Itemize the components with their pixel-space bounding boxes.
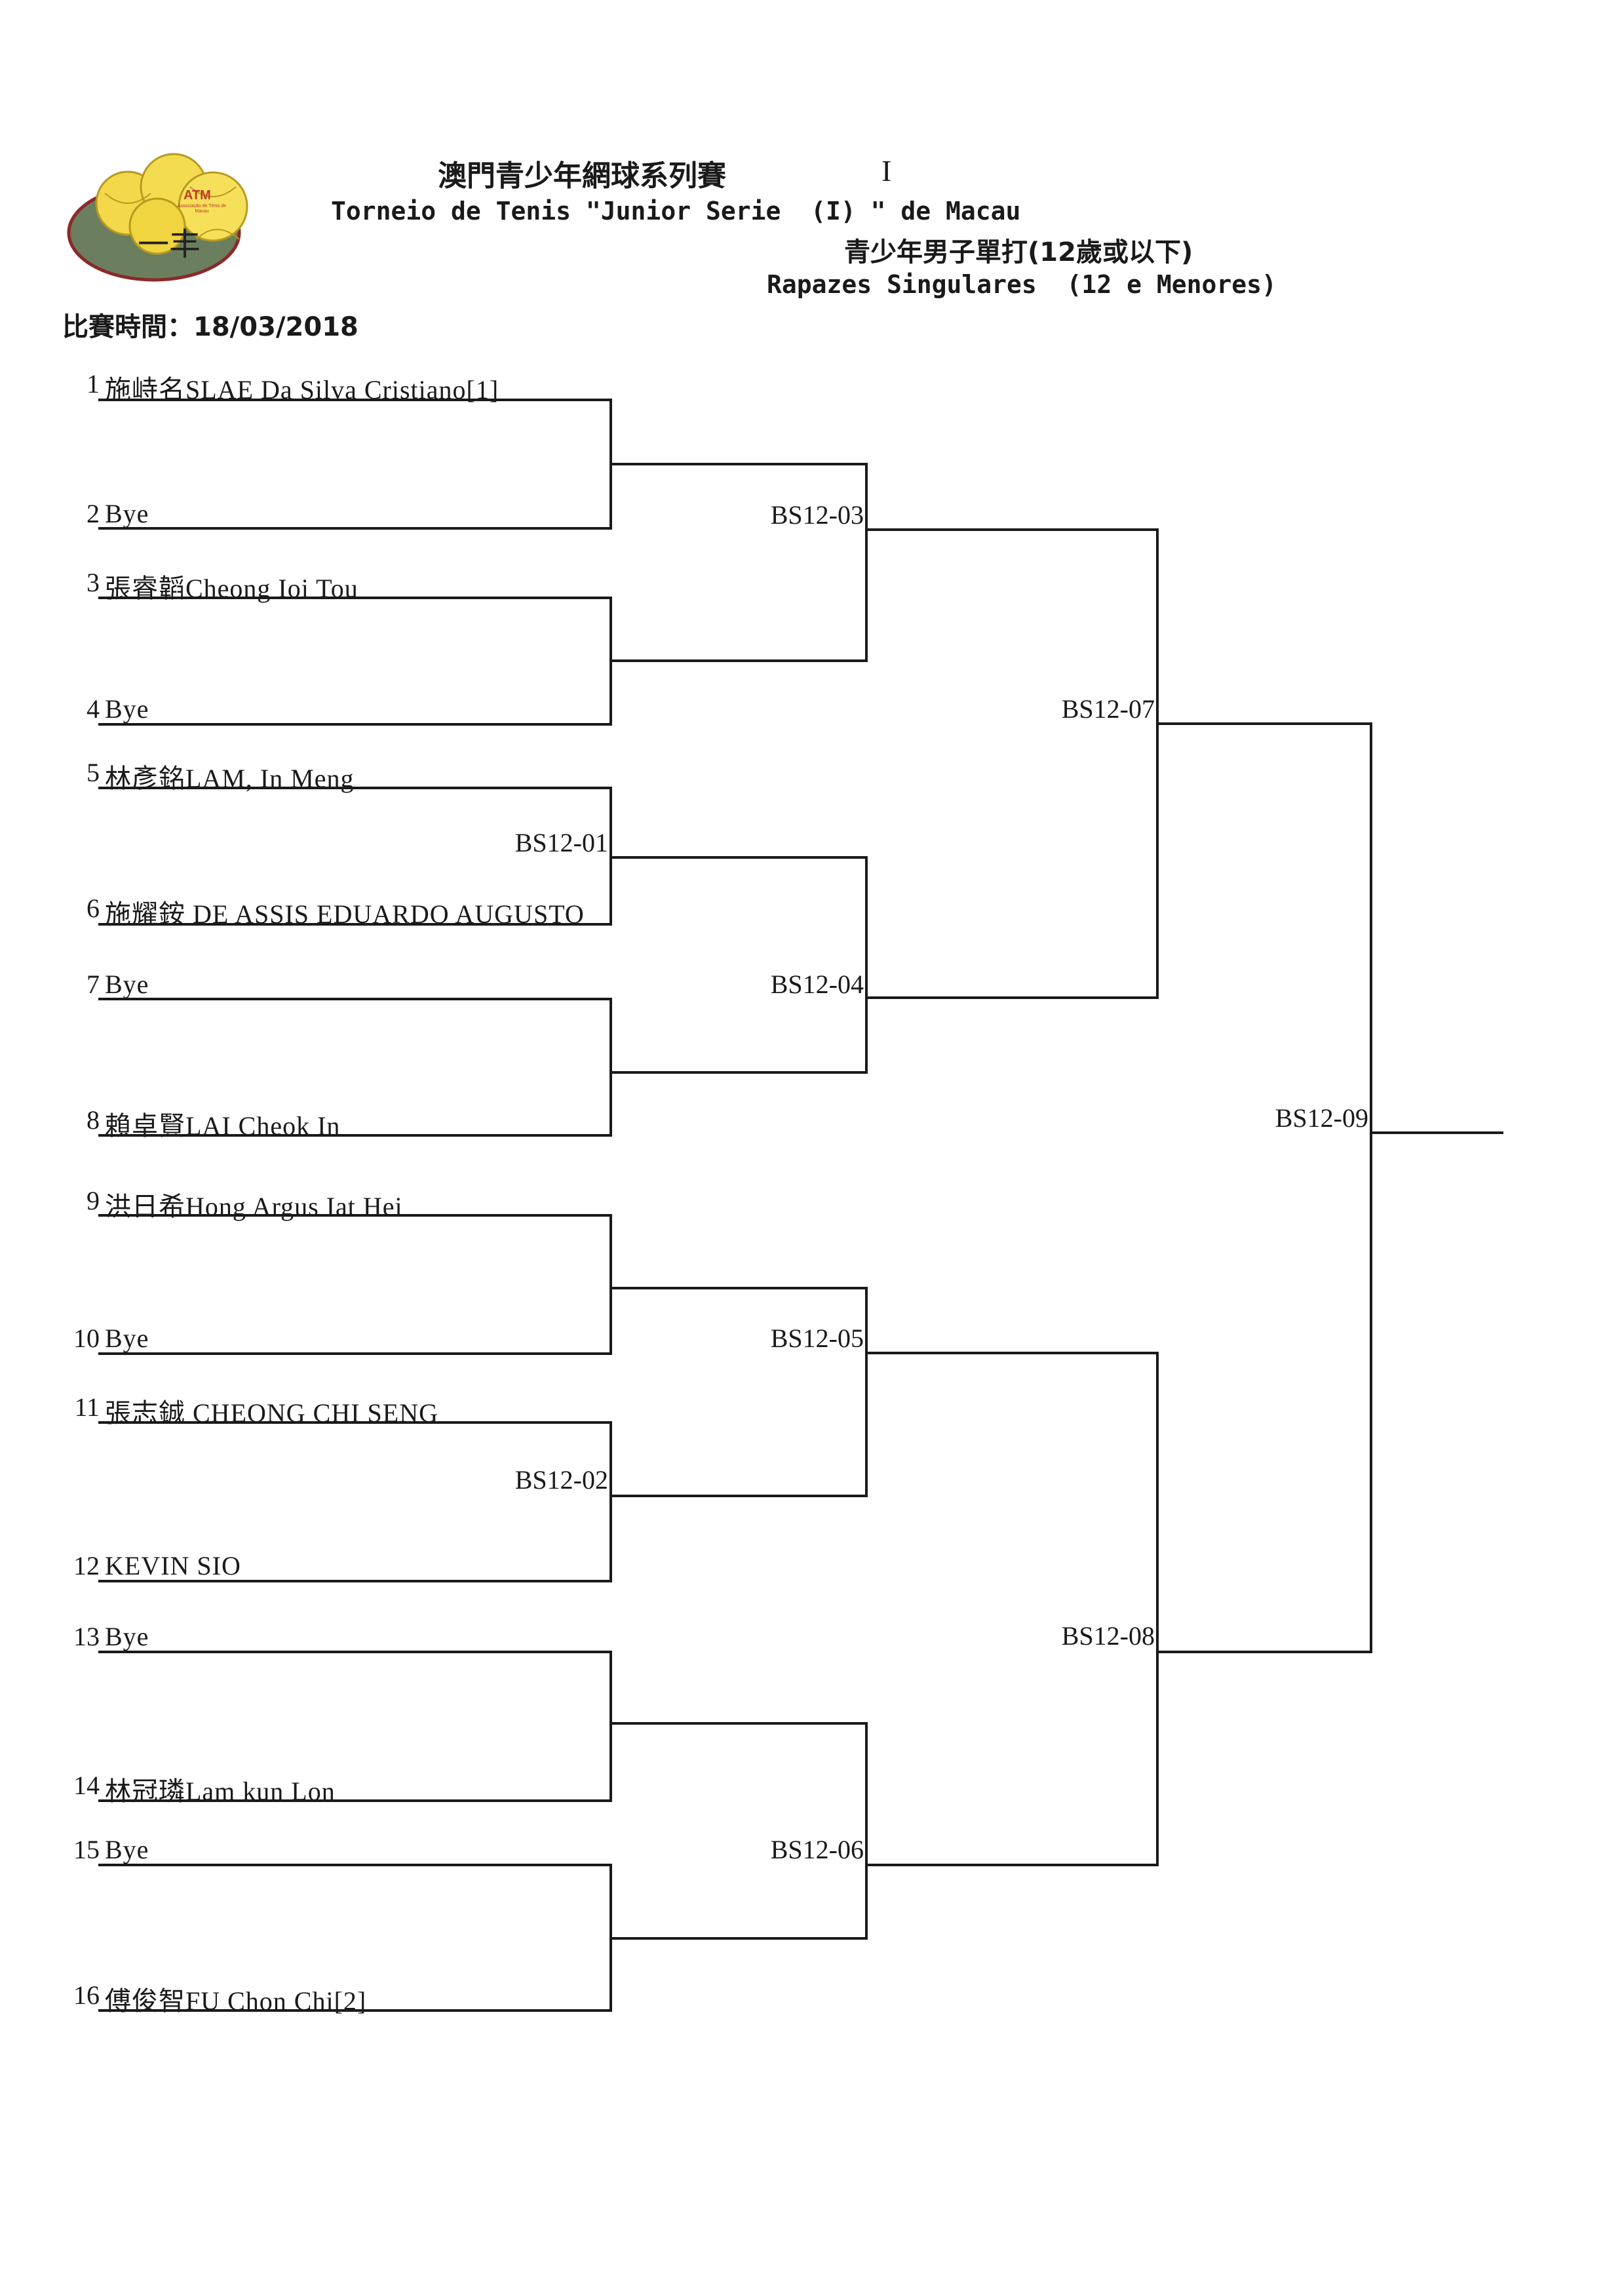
connector-line: [865, 1722, 868, 1940]
slot-line: [98, 399, 612, 401]
logo-text: ATM: [184, 188, 211, 203]
round4-line: [1157, 1651, 1372, 1653]
final-line: [1371, 1131, 1503, 1134]
title-portuguese: Torneio de Tenis "Junior Serie (I) " de …: [331, 197, 1021, 226]
player-name: Bye: [105, 1324, 149, 1353]
player-number: 4: [87, 694, 100, 724]
player-number: 1: [87, 369, 100, 399]
match-code-bs12-04: BS12-04: [770, 970, 864, 999]
player-number: 3: [87, 568, 100, 597]
player-number: 12: [73, 1551, 100, 1580]
round2-line: [611, 463, 868, 465]
round3-line: [866, 996, 1159, 999]
player-number: 6: [87, 893, 100, 923]
match-code-bs12-08: BS12-08: [1061, 1621, 1155, 1651]
connector-line: [609, 1651, 612, 1802]
player-name: Bye: [105, 499, 149, 528]
player-name: Bye: [105, 970, 149, 999]
player-number: 10: [73, 1324, 100, 1353]
player-name: 洪日希Hong Argus Iat Hei: [105, 1192, 403, 1221]
player-number: 16: [73, 1980, 100, 2010]
round2-line: [611, 1722, 868, 1725]
round3-line: [866, 1352, 1159, 1354]
player-number: 2: [87, 499, 100, 528]
title-chinese: 澳門青少年網球系列賽: [438, 159, 726, 193]
connector-line: [1370, 722, 1372, 1653]
player-number: 15: [73, 1835, 100, 1864]
connector-line: [609, 1214, 612, 1355]
series-roman: I: [881, 154, 892, 187]
player-number: 5: [87, 758, 100, 787]
slot-line: [98, 1134, 612, 1137]
slot-line: [98, 787, 612, 789]
round3-line: [866, 528, 1159, 531]
player-name: 張志鋮 CHEONG CHI SENG: [105, 1398, 438, 1428]
event-chinese: 青少年男子單打(12歲或以下): [844, 237, 1193, 267]
association-logo: ATM Associação de Ténis de Macau 一丰: [66, 141, 262, 285]
player-number: 11: [74, 1392, 100, 1422]
slot-line: [98, 1864, 612, 1866]
slot-line: [98, 2009, 612, 2012]
connector-line: [865, 463, 868, 662]
slot-line: [98, 1214, 612, 1217]
slot-line: [98, 1580, 612, 1582]
player-name: 傅俊智FU Chon Chi[2]: [105, 1986, 367, 2016]
connector-line: [1156, 528, 1159, 999]
logo-mark: 一丰: [138, 226, 201, 263]
player-name: 林冠璘Lam kun Lon: [105, 1776, 336, 1806]
player-name: Bye: [105, 1835, 149, 1864]
event-portuguese: Rapazes Singulares (12 e Menores): [767, 270, 1277, 299]
player-name: KEVIN SIO: [105, 1551, 241, 1580]
player-name: Bye: [105, 1622, 149, 1651]
round2-line: [611, 659, 868, 662]
match-code-bs12-07: BS12-07: [1061, 694, 1155, 724]
match-code-bs12-05: BS12-05: [770, 1324, 864, 1353]
match-code-bs12-06: BS12-06: [770, 1835, 864, 1864]
match-code-bs12-03: BS12-03: [770, 500, 864, 530]
connector-line: [609, 998, 612, 1137]
match-code-bs12-01: BS12-01: [514, 828, 608, 857]
slot-line: [98, 1651, 612, 1653]
round2-line: [611, 1495, 868, 1497]
round2-line: [611, 1937, 868, 1940]
logo-subtext: Associação de Ténis de Macau: [177, 204, 227, 214]
logo-graphic: [67, 153, 248, 282]
connector-line: [609, 1421, 612, 1582]
round4-line: [1157, 722, 1372, 725]
match-date: 比賽時間：18/03/2018: [62, 312, 358, 342]
match-code-bs12-09: BS12-09: [1275, 1103, 1368, 1133]
slot-line: [98, 723, 612, 726]
player-number: 9: [87, 1186, 100, 1215]
slot-line: [98, 1799, 612, 1802]
player-number: 14: [73, 1771, 100, 1800]
connector-line: [865, 856, 868, 1074]
player-name: Bye: [105, 694, 149, 724]
round3-line: [866, 1864, 1159, 1866]
connector-line: [865, 1287, 868, 1497]
player-number: 13: [73, 1622, 100, 1651]
slot-line: [98, 923, 612, 926]
player-name: 賴卓賢LAI Cheok In: [105, 1111, 341, 1141]
slot-line: [98, 1352, 612, 1355]
player-name: 張睿韜Cheong Ioi Tou: [105, 574, 358, 603]
slot-line: [98, 1421, 612, 1424]
slot-line: [98, 998, 612, 1000]
match-code-bs12-02: BS12-02: [514, 1465, 608, 1495]
connector-line: [1156, 1352, 1159, 1866]
round2-line: [611, 856, 868, 859]
slot-line: [98, 527, 612, 530]
player-number: 7: [87, 970, 100, 999]
player-number: 8: [87, 1105, 100, 1135]
round2-line: [611, 1071, 868, 1074]
slot-line: [98, 597, 612, 599]
player-name: 林彥銘LAM, In Meng: [105, 764, 355, 793]
round2-line: [611, 1287, 868, 1289]
